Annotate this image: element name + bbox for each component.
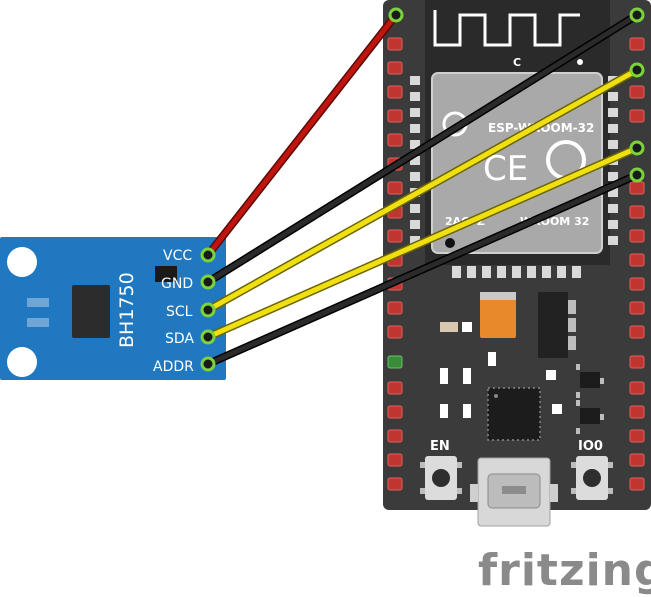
esp32-board: C ESP-WROOM-32 2AC7Z WROOM 32 CE [383, 0, 651, 527]
esp-wroom-module: C ESP-WROOM-32 2AC7Z WROOM 32 CE [410, 0, 618, 278]
pin-label-scl: SCL [166, 304, 193, 320]
sensor-smd-part [155, 266, 177, 282]
smd-resistor-2 [462, 322, 472, 332]
wire-sda[interactable] [204, 144, 641, 341]
endpoint-sensor-vcc [200, 247, 216, 263]
wire-addr[interactable] [204, 171, 641, 368]
endpoint-sensor-sda [200, 329, 216, 345]
smd-resistor-6 [546, 370, 556, 380]
endpoint-board-addr [629, 167, 645, 183]
endpoint-board-scl [629, 62, 645, 78]
left-header-pins [387, 37, 403, 491]
endpoint-sensor-scl [200, 302, 216, 318]
en-button-label: EN [430, 439, 450, 454]
smd-resistor-1 [440, 322, 458, 332]
right-header-pins [629, 37, 645, 491]
pin-label-addr: ADDR [153, 359, 194, 375]
module-bottom-pads [452, 266, 581, 278]
smd-resistor-3 [440, 368, 448, 384]
bh1750-ic [72, 285, 110, 338]
endpoint-board-sda [629, 140, 645, 156]
wire-scl[interactable] [204, 66, 641, 314]
smd-resistor-9 [552, 404, 562, 414]
mount-hole-top [7, 247, 37, 277]
left-header-pin-green [387, 355, 403, 369]
endpoint-sensor-gnd [200, 274, 216, 290]
capacitor [480, 292, 516, 338]
endpoint-board-vcc [388, 7, 404, 23]
usb-uart-chip [487, 387, 541, 441]
mount-hole-bottom [7, 347, 37, 377]
io0-button-label: IO0 [578, 439, 603, 454]
pin-label-sda: SDA [165, 331, 194, 347]
endpoint-sensor-addr [200, 356, 216, 372]
smd-resistor-7 [440, 404, 448, 418]
endpoint-board-gnd [629, 7, 645, 23]
pin1-dot [445, 238, 455, 248]
pin-label-vcc: VCC [163, 248, 192, 264]
wires [204, 11, 641, 368]
smd-resistor-8 [463, 404, 471, 418]
en-button[interactable] [420, 456, 462, 500]
io0-button[interactable] [571, 456, 613, 500]
antenna-trace [433, 10, 580, 47]
fritzing-watermark: fritzing [478, 545, 651, 596]
pin-label-gnd: GND [161, 276, 193, 292]
sensor-name: BH1750 [116, 272, 138, 348]
wire-endpoints [200, 7, 645, 372]
micro-usb-port [470, 457, 558, 527]
smd-resistor-5 [488, 352, 496, 366]
wire-vcc[interactable] [204, 11, 400, 259]
bh1750-sensor-board: BH1750 VCC GND SCL SDA ADDR [0, 237, 226, 380]
wire-gnd[interactable] [204, 11, 641, 286]
voltage-regulator [538, 292, 568, 358]
transistor-2 [576, 400, 604, 434]
module-c-label: C [513, 56, 521, 69]
smd-resistor-4 [463, 368, 471, 384]
transistor-1 [576, 364, 604, 398]
